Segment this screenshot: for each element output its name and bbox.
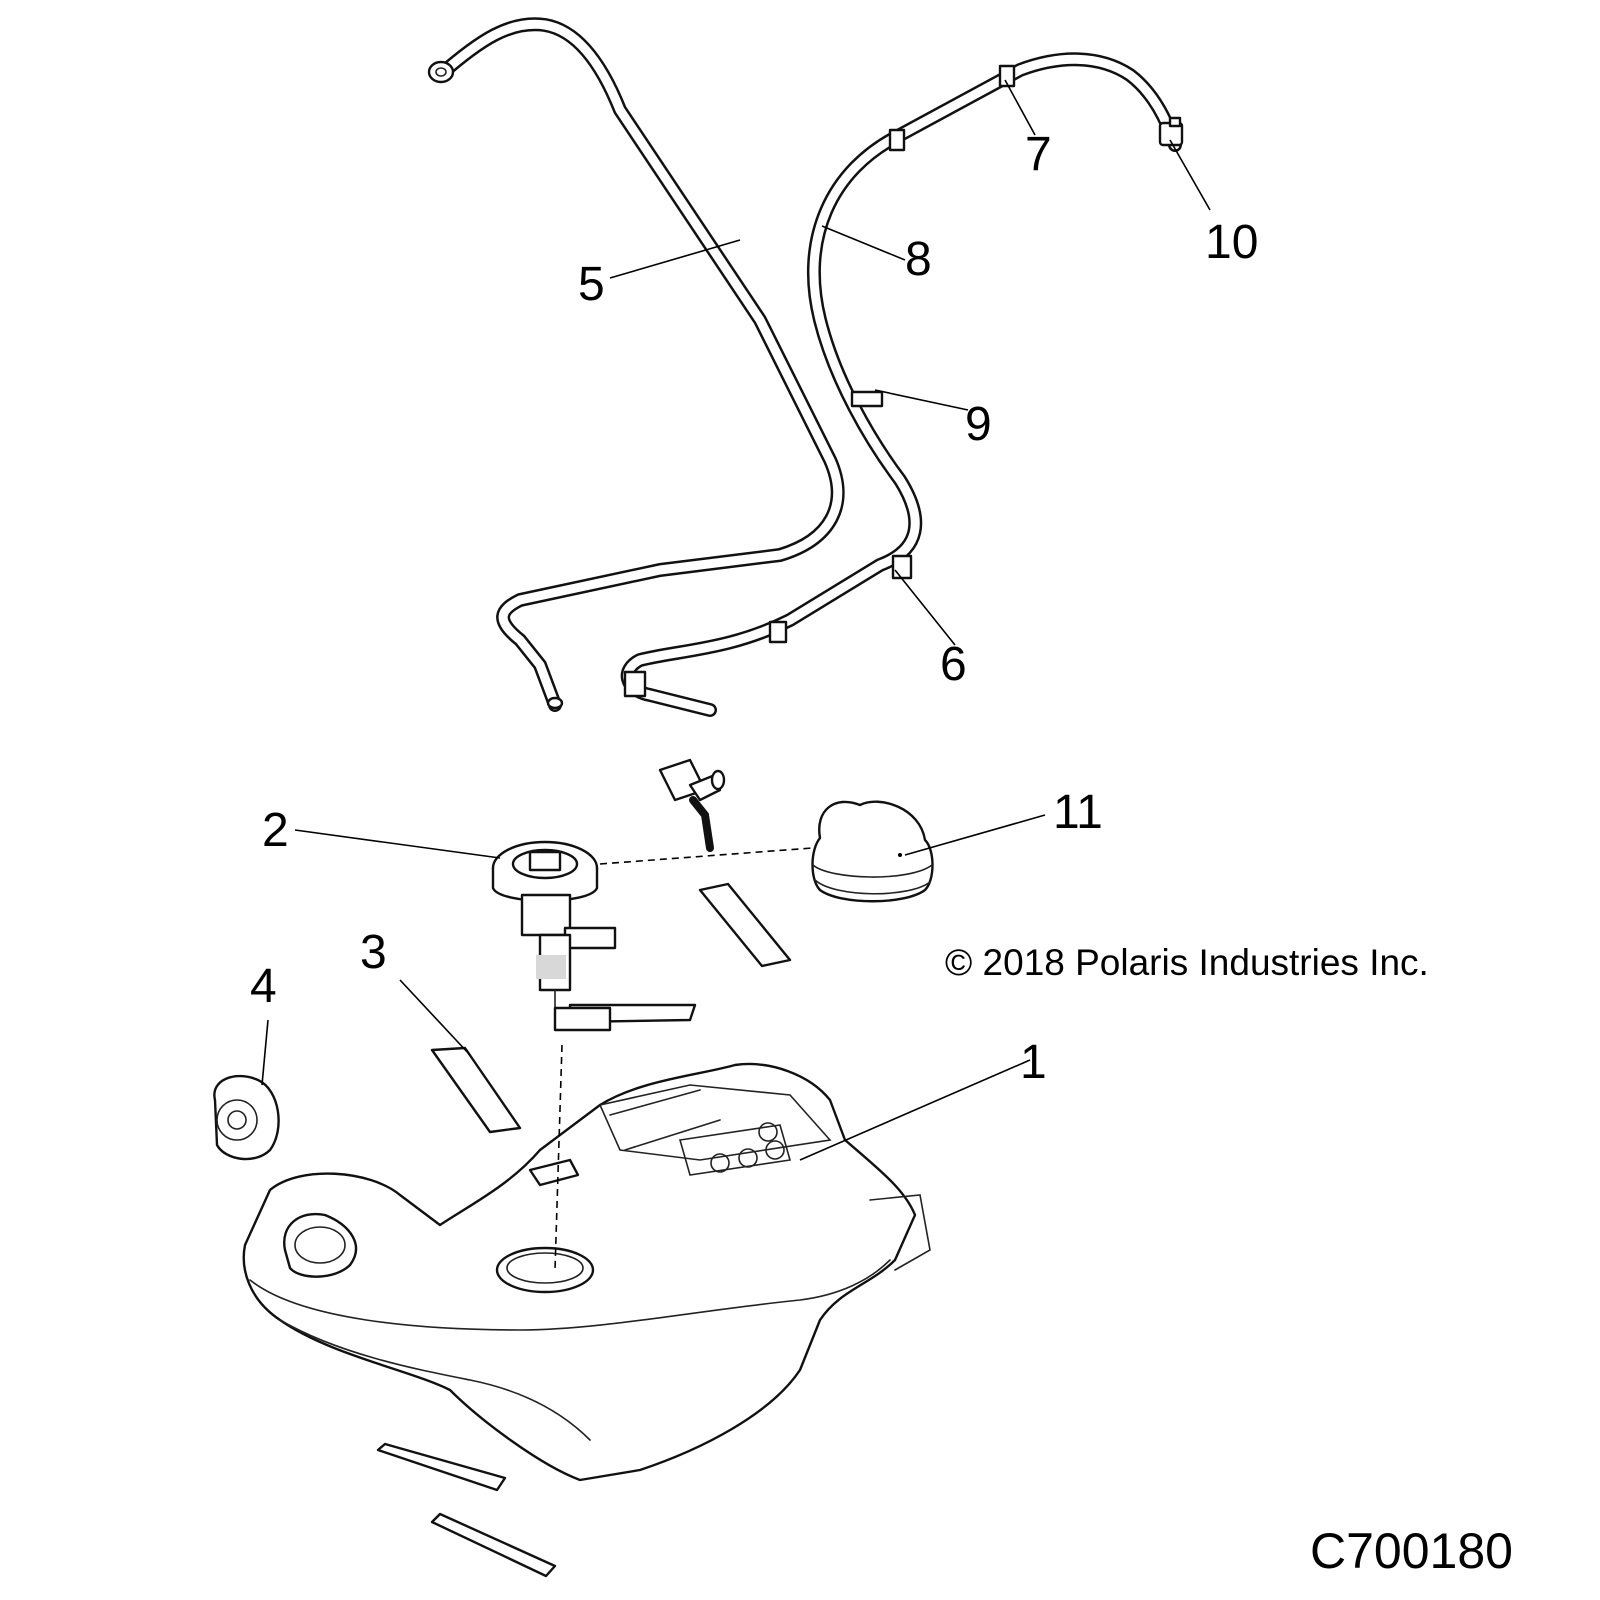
fuel-fitting [658,758,726,852]
callout-10: 10 [1205,216,1258,269]
fuel-tank-1 [242,1062,931,1482]
clip-icon [998,64,1016,88]
callout-8: 8 [905,233,932,286]
drawing-code: C700180 [1310,1523,1513,1579]
vent-hose-5 [427,17,845,712]
clip-icon [850,390,884,408]
clip-icon [768,620,788,644]
fuel-pump-2 [491,840,697,1032]
leader-lines [261,79,1211,1161]
clip-icon [888,128,906,152]
fuel-cap-4 [213,1074,280,1161]
vent-hose-8 [620,52,1184,717]
callout-1: 1 [1020,1036,1047,1089]
callout-11: 11 [1053,786,1103,839]
copyright-notice: © 2018 Polaris Industries Inc. [945,942,1429,983]
alignment-lines [554,847,813,1271]
callout-3: 3 [360,926,387,979]
callout-6: 6 [940,638,967,691]
callout-7: 7 [1025,128,1052,181]
callout-2: 2 [262,804,289,857]
clip-icon [891,554,913,580]
callout-5: 5 [578,258,605,311]
callout-4: 4 [250,960,277,1013]
pad-strips-3 [376,882,792,1578]
pump-cover-11 [811,800,934,903]
clip-icon [623,670,647,698]
callout-9: 9 [965,398,992,451]
